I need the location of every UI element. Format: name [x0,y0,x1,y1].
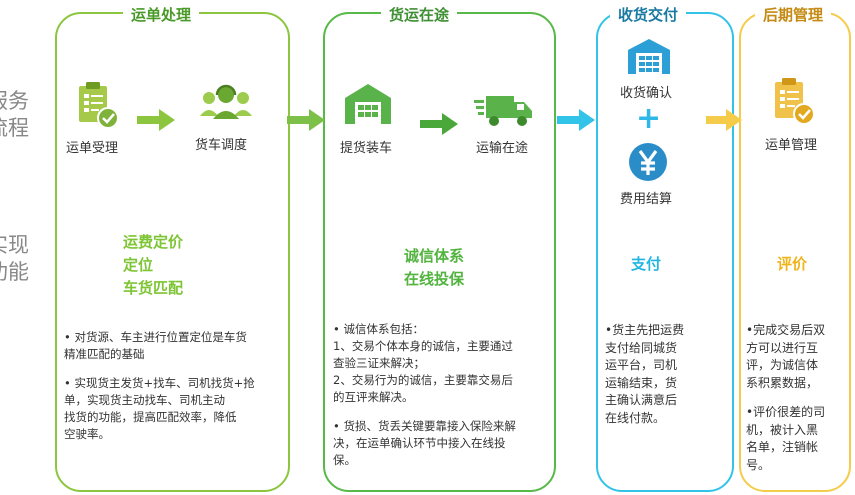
feature-item: 诚信体系 [404,247,465,265]
stage-title: 运单处理 [123,4,200,25]
feature-list: 支付 [631,253,661,276]
dispatch-team-icon [200,84,252,119]
step-label: 收货确认 [620,86,673,101]
step-label: 费用结算 [620,192,673,207]
step-label: 货车调度 [195,138,248,153]
feature-item: 评价 [777,255,808,273]
feature-item: 车货匹配 [123,279,184,297]
step-label: 提货装车 [340,141,393,156]
feature-list: 诚信体系 在线投保 [404,245,464,291]
stage-title: 货运在途 [381,4,458,25]
detail-text: • 诚信体系包括： 1、交易个体本身的诚信，主要通过 查验三证来解决； 2、交易… [333,322,516,467]
moving-truck-icon [474,96,532,126]
stage-title: 后期管理 [755,4,832,25]
arrow-right-icon [137,109,175,131]
feature-list: 评价 [777,253,807,276]
feature-item: 运费定价 [123,233,184,251]
yen-coin-icon [629,143,667,181]
clipboard-check-icon [775,78,815,125]
detail-text: •完成交易后双 方可以进行互 评，为诚信体 系积累数据， •评价很差的司 机，被… [746,323,826,472]
clipboard-check-icon [79,82,119,129]
feature-list: 运费定价 定位 车货匹配 [123,231,183,300]
detail-text: • 对货源、车主进行位置定位是车货 精准匹配的基础 • 实现货主发货+找车、司机… [64,330,255,441]
stage-panel-post-management [739,12,851,492]
step-label: 运单受理 [66,141,119,156]
stage-title: 收货交付 [610,4,687,25]
side-label-service-flow: 服务 流程 [0,89,29,140]
feature-item: 在线投保 [404,270,465,288]
step-label: 运单管理 [765,138,818,153]
plus-sign: + [636,101,662,136]
side-label-functions: 实现 功能 [0,233,29,284]
step-label: 运输在途 [476,141,529,156]
feature-item: 支付 [631,255,662,273]
arrow-right-icon [557,109,595,131]
feature-item: 定位 [123,256,154,274]
detail-text: •货主先把运费 支付给同城货 运平台，司机 运输结束，货 主确认满意后 在线付款… [605,323,685,425]
receive-warehouse-icon [628,39,670,74]
arrow-right-icon [706,109,742,131]
warehouse-icon [345,84,391,124]
arrow-right-icon [287,109,325,131]
stage-panel-delivery [596,12,734,492]
arrow-right-icon [420,113,458,135]
